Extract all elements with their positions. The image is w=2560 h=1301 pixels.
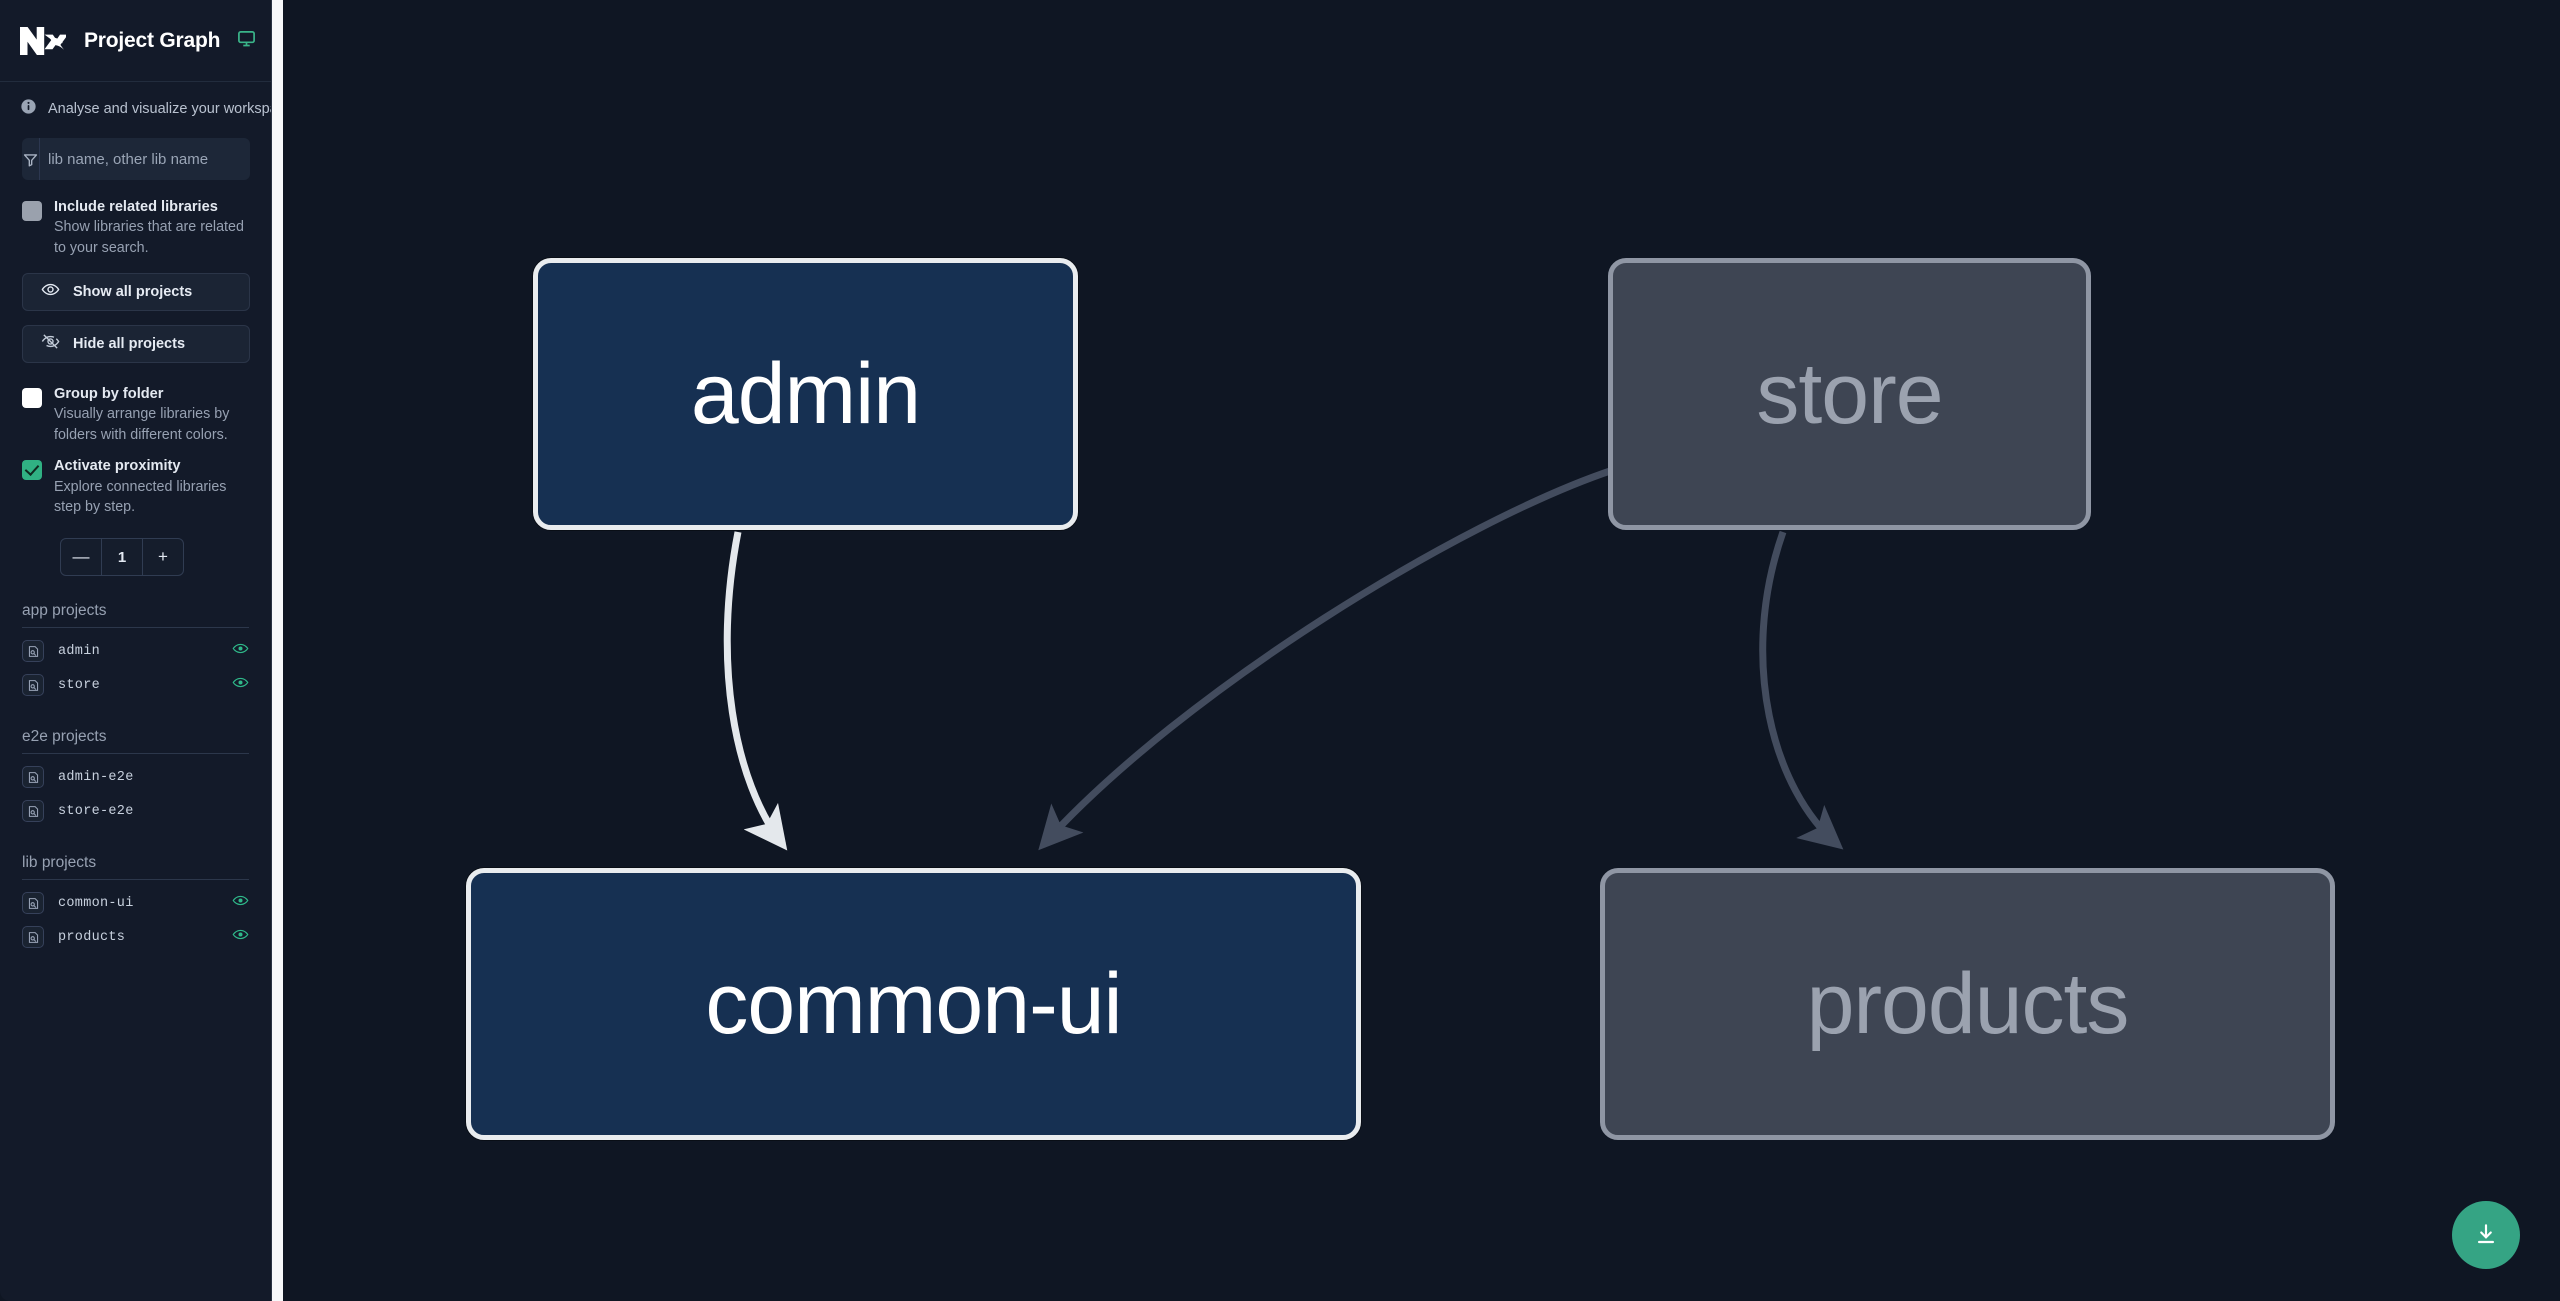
eye-icon[interactable] bbox=[232, 674, 249, 696]
graph-node-label: store bbox=[1756, 346, 1943, 442]
proximity-value: 1 bbox=[117, 548, 127, 566]
project-icon bbox=[22, 674, 44, 697]
option-description: Explore connected libraries step by step… bbox=[54, 478, 227, 516]
project-row-admin[interactable]: admin bbox=[22, 634, 249, 668]
eye-icon[interactable] bbox=[232, 926, 249, 948]
tagline-text: Analyse and visualize your workspace. bbox=[48, 101, 271, 117]
include-related-libraries-checkbox[interactable] bbox=[22, 201, 42, 221]
option-label: Activate proximity bbox=[54, 458, 181, 475]
option-description: Show libraries that are related to your … bbox=[54, 219, 244, 256]
show-all-projects-button[interactable]: Show all projects bbox=[22, 272, 250, 311]
project-row-store[interactable]: store bbox=[22, 668, 249, 702]
project-icon bbox=[22, 892, 44, 915]
project-icon bbox=[22, 640, 44, 663]
sidebar-resize-divider[interactable] bbox=[272, 0, 283, 1301]
project-name: products bbox=[58, 929, 126, 945]
option-label: Group by folder bbox=[54, 385, 164, 402]
monitor-icon[interactable] bbox=[237, 29, 256, 53]
project-row-admin-e2e[interactable]: admin-e2e bbox=[22, 760, 249, 794]
project-row-store-e2e[interactable]: store-e2e bbox=[22, 794, 249, 828]
search-box[interactable] bbox=[22, 138, 250, 180]
sidebar: Project Graph Analyse and visualize your… bbox=[0, 0, 272, 1301]
project-name: store bbox=[58, 677, 101, 693]
group-by-folder-checkbox[interactable] bbox=[22, 387, 42, 408]
graph-node-store[interactable]: store bbox=[1608, 258, 2091, 530]
option-include-related-libraries[interactable]: Include related libraries Show libraries… bbox=[22, 198, 249, 259]
project-icon bbox=[22, 800, 44, 823]
option-label: Include related libraries bbox=[54, 199, 218, 215]
project-name: admin-e2e bbox=[58, 769, 134, 785]
graph-node-common-ui[interactable]: common-ui bbox=[466, 868, 1361, 1140]
filter-icon bbox=[22, 138, 40, 180]
edge-admin-to-common-ui bbox=[723, 531, 788, 851]
sidebar-header: Project Graph bbox=[0, 0, 271, 82]
group-title-lib-projects: lib projects bbox=[22, 854, 249, 881]
edge-store-to-common-ui bbox=[1038, 466, 1615, 851]
search-input[interactable] bbox=[40, 138, 250, 180]
group-title-app-projects: app projects bbox=[22, 602, 249, 629]
stepper-divider bbox=[101, 539, 102, 576]
project-name: store-e2e bbox=[58, 803, 134, 819]
download-image-button[interactable] bbox=[2452, 1201, 2520, 1269]
info-icon bbox=[20, 98, 37, 120]
nx-logo-icon bbox=[18, 23, 68, 59]
tagline: Analyse and visualize your workspace. bbox=[0, 82, 271, 132]
app-title: Project Graph bbox=[84, 28, 221, 52]
graph-edges bbox=[723, 466, 1844, 851]
activate-proximity-checkbox[interactable] bbox=[22, 460, 42, 481]
project-icon bbox=[22, 926, 44, 949]
show-all-projects-label: Show all projects bbox=[73, 283, 193, 300]
option-group-by-folder[interactable]: Group by folder Visually arrange librari… bbox=[22, 385, 249, 446]
graph-node-admin[interactable]: admin bbox=[533, 258, 1078, 530]
proximity-stepper[interactable]: — 1 + bbox=[60, 538, 184, 577]
option-description: Visually arrange libraries by folders wi… bbox=[54, 405, 230, 443]
graph-node-products[interactable]: products bbox=[1600, 868, 2335, 1140]
edge-store-to-products bbox=[1759, 530, 1844, 850]
project-row-products[interactable]: products bbox=[22, 920, 249, 954]
graph-node-label: products bbox=[1806, 956, 2130, 1052]
eye-icon[interactable] bbox=[232, 892, 249, 914]
project-name: common-ui bbox=[58, 895, 134, 911]
graph-node-label: common-ui bbox=[705, 956, 1122, 1052]
eye-icon bbox=[41, 280, 60, 303]
graph-canvas[interactable]: admin store common-ui products bbox=[283, 0, 2560, 1301]
graph-node-label: admin bbox=[690, 346, 921, 442]
eye-icon[interactable] bbox=[232, 640, 249, 662]
stepper-divider bbox=[142, 539, 143, 576]
proximity-decrement-button[interactable]: — bbox=[72, 547, 90, 567]
option-activate-proximity[interactable]: Activate proximity Explore connected lib… bbox=[22, 457, 249, 518]
hide-all-projects-label: Hide all projects bbox=[73, 335, 186, 352]
group-title-e2e-projects: e2e projects bbox=[22, 728, 249, 755]
sidebar-body: Include related libraries Show libraries… bbox=[0, 132, 271, 954]
project-name: admin bbox=[58, 643, 101, 659]
download-icon bbox=[2473, 1221, 2499, 1250]
hide-all-projects-button[interactable]: Hide all projects bbox=[22, 324, 250, 363]
project-row-common-ui[interactable]: common-ui bbox=[22, 886, 249, 920]
project-icon bbox=[22, 766, 44, 789]
eye-off-icon bbox=[41, 332, 60, 355]
proximity-increment-button[interactable]: + bbox=[158, 547, 168, 567]
